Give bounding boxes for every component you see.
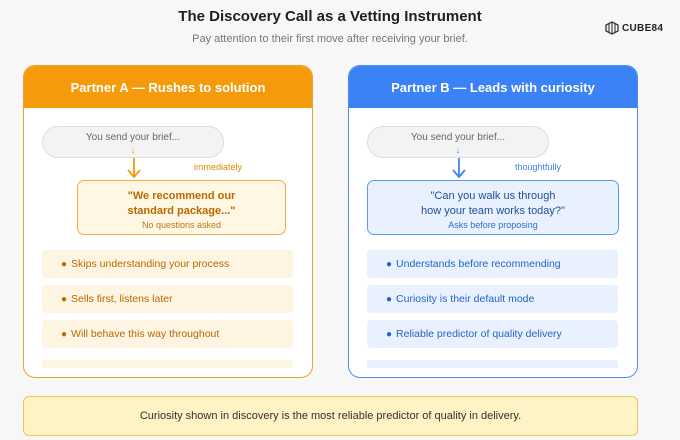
bullet-dot-icon: ● — [386, 293, 393, 305]
bullet-text: Sells first, listens later — [71, 293, 173, 305]
partner-a-bullet: ● Will behave this way throughout — [42, 320, 293, 348]
response-line-2: how your team works today?" — [421, 205, 565, 217]
partner-a-timing: immediately — [194, 162, 243, 172]
brand-logo: CUBE84 — [605, 21, 663, 35]
response-quote: "We recommend our standard package..." — [78, 181, 285, 219]
bullet-text: Will behave this way throughout — [71, 328, 220, 340]
partner-a-bullet: ● Sells first, listens later — [42, 285, 293, 313]
brief-bubble-text: You send your brief... — [410, 132, 506, 143]
partner-b-brief-bubble: You send your brief... ↓ — [367, 126, 549, 158]
partner-a-header: Partner A — Rushes to solution — [24, 66, 312, 108]
bullet-text: Reliable predictor of quality delivery — [396, 328, 562, 340]
down-arrow-icon — [127, 158, 141, 179]
bullet-text: Skips understanding your process — [71, 258, 230, 270]
cube-logo-icon — [605, 21, 619, 35]
footer-text: Curiosity shown in discovery is the most… — [139, 410, 522, 422]
bullet-dot-icon: ● — [61, 293, 68, 305]
response-line-2: standard package..." — [127, 205, 236, 217]
response-note: No questions asked — [141, 220, 222, 230]
page-title: The Discovery Call as a Vetting Instrume… — [178, 8, 482, 25]
partner-b-header: Partner B — Leads with curiosity — [349, 66, 637, 108]
bullet-text: Curiosity is their default mode — [396, 293, 535, 305]
partner-a-panel: Partner A — Rushes to solution You send … — [23, 65, 313, 378]
partner-b-panel: Partner B — Leads with curiosity You sen… — [348, 65, 638, 378]
down-arrow-icon — [452, 158, 466, 179]
bullet-dot-icon: ● — [386, 258, 393, 270]
brief-bubble-text: You send your brief... — [85, 132, 181, 143]
partner-b-bullet: ● Reliable predictor of quality delivery — [367, 320, 618, 348]
partner-b-bullet: ● Curiosity is their default mode — [367, 285, 618, 313]
bullet-dot-icon: ● — [61, 258, 68, 270]
partner-b-bullet-stub — [367, 360, 618, 368]
partner-a-bullet: ● Skips understanding your process — [42, 250, 293, 278]
response-line-1: "We recommend our — [127, 190, 236, 202]
response-line-1: "Can you walk us through — [430, 190, 556, 202]
partner-b-timing: thoughtfully — [515, 162, 562, 172]
response-note: Asks before proposing — [448, 220, 538, 230]
partner-a-brief-bubble: You send your brief... ↓ — [42, 126, 224, 158]
footer-callout: Curiosity shown in discovery is the most… — [23, 396, 638, 436]
small-down-arrow-icon: ↓ — [455, 145, 461, 155]
bullet-dot-icon: ● — [386, 328, 393, 340]
partner-a-response-box: "We recommend our standard package..." N… — [77, 180, 286, 235]
small-down-arrow-icon: ↓ — [130, 145, 136, 155]
logo-text: CUBE84 — [622, 22, 664, 34]
bullet-text: Understands before recommending — [396, 258, 561, 270]
bullet-dot-icon: ● — [61, 328, 68, 340]
page-subtitle: Pay attention to their first move after … — [192, 33, 468, 45]
partner-b-response-box: "Can you walk us through how your team w… — [367, 180, 619, 235]
partner-b-bullet: ● Understands before recommending — [367, 250, 618, 278]
response-quote: "Can you walk us through how your team w… — [368, 181, 618, 219]
partner-a-bullet-stub — [42, 360, 293, 368]
